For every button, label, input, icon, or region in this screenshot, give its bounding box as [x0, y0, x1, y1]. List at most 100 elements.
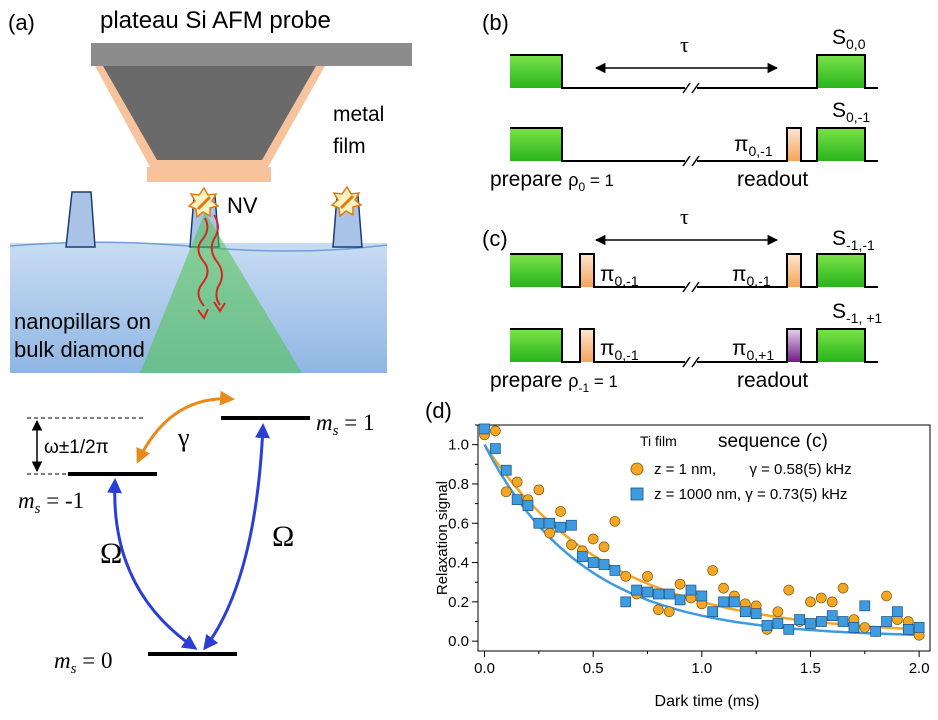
optical-cone	[140, 212, 302, 373]
panel-a: (a) plateau Si AFM probe metal film NV n…	[8, 7, 412, 373]
plot-frame	[477, 424, 931, 652]
data-point-circle	[544, 527, 556, 539]
data-point-circle	[609, 515, 621, 527]
signal-label-c2: S-1, +1	[832, 300, 882, 326]
data-point-circle	[490, 425, 501, 437]
data-point-square	[544, 517, 556, 529]
plot-points	[479, 423, 925, 641]
data-point-square	[772, 618, 784, 629]
data-point-square	[881, 616, 892, 627]
data-point-circle	[826, 596, 838, 608]
nv-label: NV	[227, 193, 258, 218]
data-point-square	[490, 443, 501, 454]
data-point-circle	[642, 570, 653, 582]
axis-break-b1	[682, 82, 700, 94]
nv-center-star-icon-right	[330, 185, 363, 218]
laser-readout-c2	[817, 329, 865, 362]
data-point-square	[892, 606, 903, 618]
data-point-circle	[881, 590, 892, 602]
probe-label: plateau Si AFM probe	[100, 7, 331, 34]
data-point-circle	[772, 606, 784, 618]
x-tick-label: 1.5	[800, 660, 821, 677]
x-tick-label: 1.0	[691, 660, 712, 677]
pulse-trace-c2	[510, 328, 878, 363]
pulse-trace-b2	[510, 127, 878, 162]
readout-label-b: readout	[737, 168, 808, 191]
tau-label-c: τ	[680, 204, 689, 229]
pulse-trace-b1	[510, 54, 878, 89]
data-point-square	[902, 624, 914, 635]
data-point-square	[642, 586, 653, 598]
legend-entry-1: z = 1 nm, γ = 0.58(5) kHz	[654, 461, 852, 478]
axis-break-b2	[682, 155, 700, 167]
panel-b-label: (b)	[482, 10, 509, 35]
panel-d-label: (d)	[425, 398, 452, 423]
y-tick-label: 0.8	[448, 476, 469, 493]
data-point-square	[631, 584, 642, 596]
data-point-circle	[500, 486, 512, 498]
x-tick-label: 0.0	[474, 660, 495, 677]
data-point-circle	[815, 592, 827, 604]
laser-readout-c1	[817, 254, 865, 287]
x-tick-label: 0.5	[583, 660, 604, 677]
x-tick-label: 2.0	[909, 660, 930, 677]
probe-tip	[103, 66, 316, 160]
pi-label-c2a: π0,-1	[600, 337, 639, 363]
data-point-circle	[674, 578, 686, 590]
data-point-square	[685, 584, 697, 596]
pi-label-c2b: π0,+1	[732, 337, 774, 363]
x-axis-label: Dark time (ms)	[655, 693, 760, 710]
data-point-square	[674, 594, 686, 606]
data-point-square	[805, 618, 816, 629]
data-point-circle	[653, 604, 664, 616]
data-point-circle	[859, 622, 871, 633]
nanopillar-left	[65, 191, 96, 248]
label-ms-zero: ms = 0	[54, 648, 112, 677]
data-point-circle	[783, 584, 795, 596]
film-label-1: metal	[333, 103, 384, 126]
panel-c: (c) τ S-1,-1 π0,-1 π0,-1 S-1, +1 π0,-1 π…	[482, 204, 882, 395]
splitting-label: ω±1/2π	[44, 437, 109, 458]
data-point-square	[598, 559, 610, 570]
laser-readout-b1	[817, 55, 865, 88]
data-point-square	[815, 616, 827, 627]
signal-label-c1: S-1,-1	[832, 227, 875, 253]
label-ms-minus1: ms = -1	[18, 488, 84, 517]
data-point-square	[859, 600, 871, 612]
pi-label-c1a: π0,-1	[600, 263, 639, 289]
panel-a-label: (a)	[8, 10, 35, 35]
omega-left-label: Ω	[100, 537, 122, 570]
data-point-circle	[620, 570, 632, 582]
data-point-circle	[555, 506, 566, 517]
y-axis-label: Relaxation signal	[434, 481, 451, 595]
laser-pulse-c2	[510, 329, 562, 362]
laser-pulse-b1	[510, 55, 562, 88]
data-point-square	[587, 557, 599, 568]
data-point-circle	[718, 582, 729, 594]
y-tick-label: 1.0	[448, 437, 469, 454]
prepare-label-c: prepare ρ-1 = 1	[490, 369, 618, 395]
data-point-square	[826, 610, 838, 621]
y-tick-label: 0.2	[448, 594, 469, 611]
signal-label-b1: S0,0	[832, 26, 866, 52]
photon-wave-left	[197, 217, 209, 307]
data-point-square	[511, 494, 523, 506]
data-point-square	[913, 622, 925, 633]
pi-pulse-c2b	[787, 329, 801, 362]
data-point-square	[848, 622, 860, 633]
data-point-square	[729, 596, 740, 608]
laser-readout-b2	[817, 128, 865, 161]
y-tick-label: 0.0	[448, 633, 469, 650]
omega-arrow-left	[106, 478, 198, 650]
y-tick-label: 0.6	[448, 515, 469, 532]
nv-center-star-icon	[187, 186, 220, 219]
panel-b: (b) τ S0,0 S0,-1 π0,-1 prepare ρ0 = 1 re…	[482, 10, 878, 194]
data-point-circle	[663, 606, 675, 618]
pi-pulse-c1b	[787, 254, 801, 287]
laser-pulse-c1	[510, 254, 562, 287]
data-point-square	[609, 565, 621, 576]
data-point-square	[761, 620, 773, 631]
readout-label-c: readout	[737, 369, 808, 392]
